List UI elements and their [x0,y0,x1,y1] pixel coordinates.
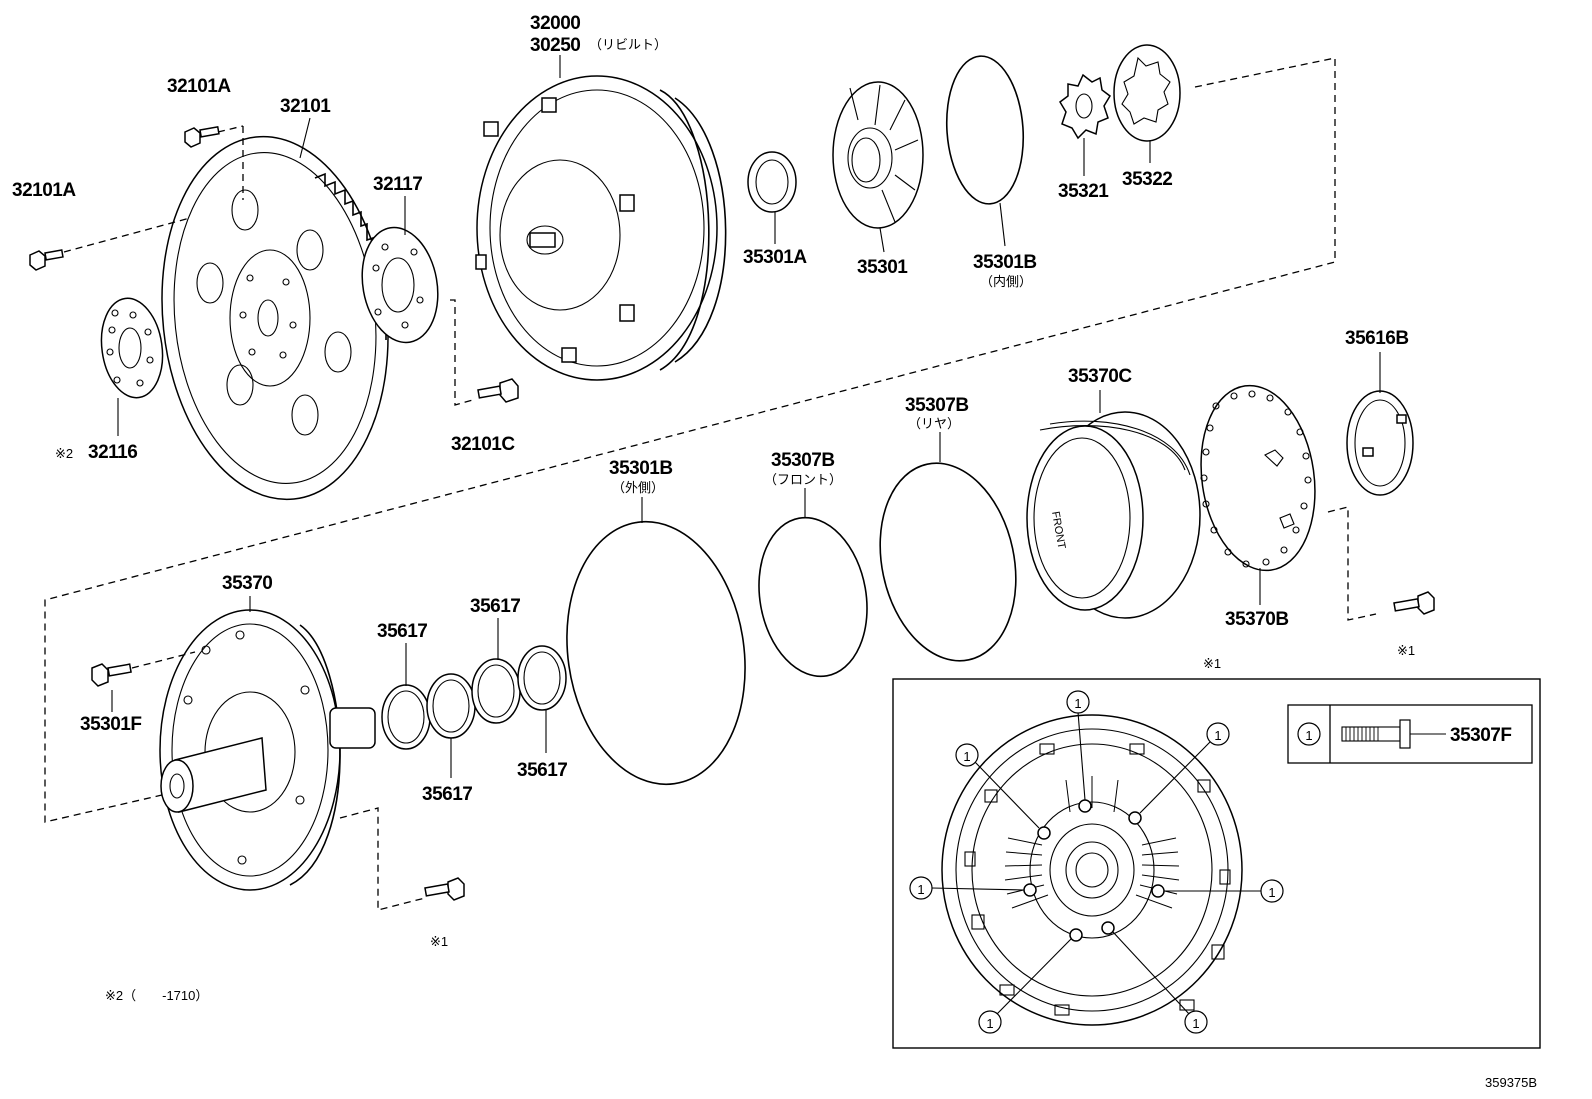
label-35370C: 35370C [1068,366,1132,387]
part-35307B-front-o-ring[interactable] [747,509,879,685]
part-32101C-bolt[interactable] [450,299,519,406]
svg-text:1: 1 [917,882,924,897]
part-labels: 32000 30250 （リビルト） 32101A 32101 32101A 3… [12,13,1537,1090]
part-35617-seal-ring-4[interactable] [517,645,567,711]
part-35370B-stator-support[interactable] [1190,378,1377,621]
legend-part-number: 35307F [1450,725,1511,746]
leader-lines [111,55,1381,778]
footnote-2: ※2（ -1710） [105,988,208,1003]
callout-circle-1a: 1 [1066,690,1090,714]
callout-circle-1f: 1 [978,1010,1002,1034]
part-35301F-bolt[interactable] [91,651,196,687]
label-35301B-inner-sub: （内側） [980,274,1032,289]
callout-circle-1d: 1 [909,876,933,900]
callout-circle-1b: 1 [1206,722,1230,746]
label-35301: 35301 [857,257,908,278]
label-35301F: 35301F [80,714,141,735]
label-35370: 35370 [222,573,272,594]
part-35370C-ring-housing[interactable]: FRONT [1026,411,1201,619]
label-35617-c: 35617 [422,784,472,805]
part-32116-spacer-plate[interactable] [95,294,168,401]
part-32101A-bolt-top[interactable] [184,125,244,200]
detail-callout-leaders [931,711,1262,1016]
label-32101: 32101 [280,96,331,117]
label-35617-d: 35617 [517,760,567,781]
label-30250: 30250 [530,35,580,56]
label-35307B-rear-sub: （リヤ） [908,416,960,431]
label-35301A: 35301A [743,247,807,268]
label-32117: 32117 [373,174,422,195]
label-32116: 32116 [88,442,137,463]
svg-text:1: 1 [1074,696,1081,711]
label-35370B: 35370B [1225,609,1289,630]
callout-circle-1g: 1 [1184,1010,1208,1034]
label-35301B-outer-sub: （外側） [612,480,664,495]
bolt-ref1-right[interactable] [1393,591,1435,615]
legend-bolt-icon [1341,719,1446,749]
label-bolt-ref1-lower: ※1 [430,934,448,949]
callout-circle-1c: 1 [955,743,979,767]
detail-inset-panel: 1 1 1 1 1 1 1 1 35307F [892,678,1541,1049]
label-35307B-rear: 35307B [905,395,969,416]
callout-circle-1e: 1 [1260,879,1284,903]
label-32000: 32000 [530,13,580,34]
detail-callouts: 1 1 1 1 1 1 1 [909,690,1284,1034]
stator-bolt-holes [1200,390,1312,568]
part-35301B-inner-o-ring[interactable] [942,54,1028,207]
bolt-ref1-lower[interactable] [339,807,465,911]
part-35307B-rear-o-ring[interactable] [863,450,1034,673]
legend-symbol: 1 [1305,728,1312,743]
part-32101-drive-plate[interactable] [145,125,406,510]
label-35321: 35321 [1058,181,1109,202]
detail-stator-vanes [1004,776,1180,909]
part-35370-oil-pump-assembly[interactable] [159,609,376,891]
part-35616B-snap-ring[interactable] [1346,390,1414,496]
part-35617-seal-ring-3[interactable] [471,658,521,724]
assembly-boundary-dashed [44,57,1336,823]
part-32117-spacer[interactable] [353,221,446,348]
part-35617-seal-ring-2[interactable] [426,673,476,739]
svg-text:1: 1 [1268,885,1275,900]
part-35301A-oil-seal[interactable] [747,151,797,213]
label-32101A-left: 32101A [12,180,76,201]
label-35301B-outer: 35301B [609,458,673,479]
part-35322-driven-gear[interactable] [1113,44,1181,142]
part-32000-torque-converter[interactable] [475,75,727,381]
label-35307B-front: 35307B [771,450,835,471]
label-35322: 35322 [1122,169,1172,190]
part-32101A-bolt-left[interactable] [29,217,191,271]
svg-text:1: 1 [963,749,970,764]
svg-text:1: 1 [1192,1016,1199,1031]
label-32101A-top: 32101A [167,76,231,97]
label-bolt-ref1-right: ※1 [1397,643,1415,658]
svg-text:1: 1 [986,1016,993,1031]
part-35301B-outer-o-ring[interactable] [550,510,761,796]
label-35617-b: 35617 [470,596,520,617]
label-32101C: 32101C [451,434,515,455]
label-32116-mark: ※2 [55,446,73,461]
svg-text:1: 1 [1214,728,1221,743]
label-35617-a: 35617 [377,621,427,642]
part-35617-seal-ring-1[interactable] [381,684,431,750]
label-35307B-front-sub: （フロント） [764,472,842,487]
label-detail-ref: ※1 [1203,656,1221,671]
part-35301-pump-body[interactable] [832,81,924,229]
detail-pump-face [941,714,1243,1026]
label-35616B: 35616B [1345,328,1409,349]
label-35301B-inner: 35301B [973,252,1037,273]
detail-outer-ports [964,743,1231,1016]
label-30250-sub: （リビルト） [589,37,667,52]
detail-legend-box: 1 35307F [1287,704,1533,764]
drawing-number: 359375B [1485,1075,1537,1090]
part-35321-drive-gear[interactable] [1059,73,1111,140]
